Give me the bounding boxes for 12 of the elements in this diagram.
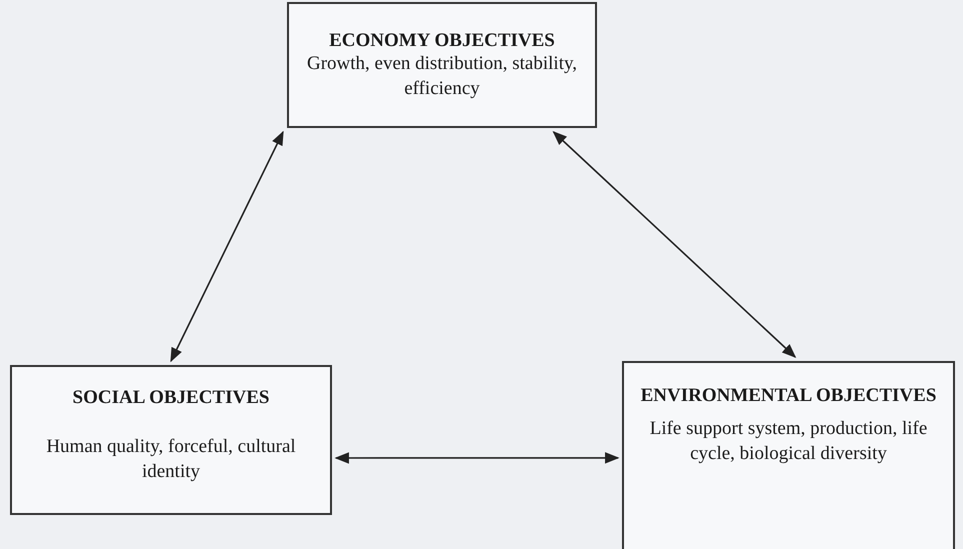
objective-box — [622, 361, 955, 549]
objective-box — [10, 365, 332, 515]
box-heading: ECONOMY OBJECTIVES — [328, 30, 556, 52]
box-heading: ENVIRONMENTAL OBJECTIVES — [640, 385, 938, 407]
box-description: Life support system, production, life cycle, biological diversity — [648, 417, 928, 466]
box-description: Growth, even distribution, stability, efficiency — [306, 52, 578, 101]
double-arrow — [334, 452, 620, 464]
double-arrow — [552, 131, 796, 358]
objective-box — [287, 2, 597, 128]
double-arrow — [170, 130, 284, 362]
box-heading: SOCIAL OBJECTIVES — [72, 387, 270, 409]
box-description: Human quality, forceful, cultural identity — [45, 435, 297, 484]
